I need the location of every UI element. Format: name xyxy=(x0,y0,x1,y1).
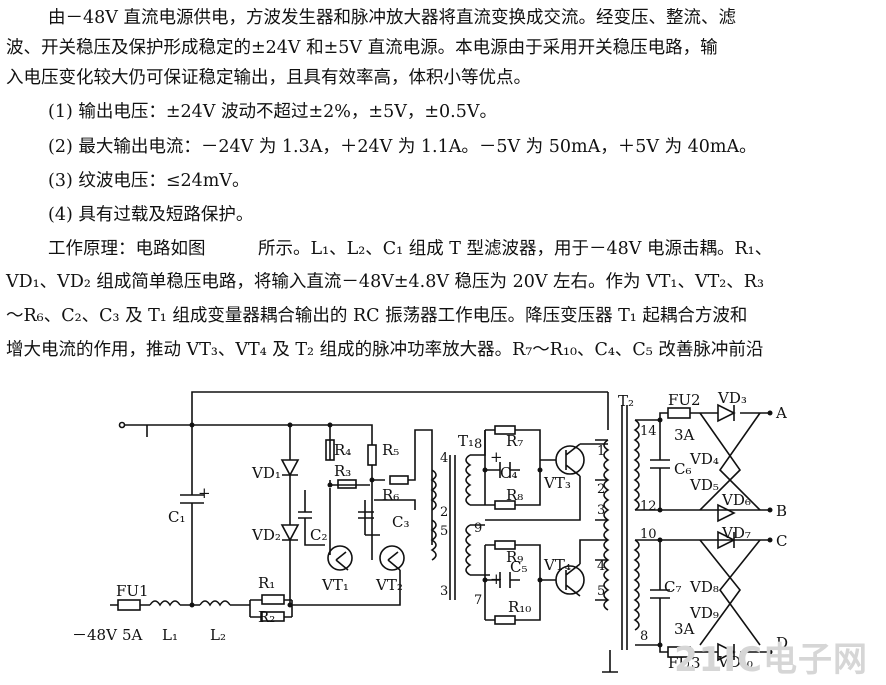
label-c6: C₆ xyxy=(674,460,692,478)
label-c1-plus: + xyxy=(198,484,211,502)
t1-pin-7: 7 xyxy=(474,593,482,608)
paragraph-2-line-1: 工作原理：电路如图 所示。L₁、L₂、C₁ 组成 T 型滤波器，用于－48V 电… xyxy=(48,239,773,259)
output-c: C xyxy=(776,532,787,550)
label-input-voltage: －48V xyxy=(72,626,118,644)
label-vd6: VD₆ xyxy=(721,491,751,509)
label-fu2-rating: 3A xyxy=(674,426,695,444)
label-vt1: VT₁ xyxy=(321,576,349,594)
output-d: D xyxy=(776,634,788,652)
label-r3: R₃ xyxy=(334,462,351,480)
t2-pin-10: 10 xyxy=(640,527,657,542)
label-vd5: VD₅ xyxy=(689,476,719,494)
label-vd4: VD₄ xyxy=(689,450,719,468)
label-c5: C₅ xyxy=(510,558,528,576)
t2-pin-3: 3 xyxy=(597,503,605,518)
paragraph-1-line-3: 入电压变化较大仍可保证稳定输出，且具有效率高，体积小等优点。 xyxy=(6,68,531,88)
t2-pin-8: 8 xyxy=(640,629,648,644)
spec-item-1: (1) 输出电压：±24V 波动不超过±2%，±5V，±0.5V。 xyxy=(48,102,497,122)
label-c5-plus: + xyxy=(490,570,503,588)
paragraph-2-line-3: ～R₆、C₂、C₃ 及 T₁ 组成变量器耦合输出的 RC 振荡器工作电压。降压变… xyxy=(6,306,748,326)
label-c4: C₄ xyxy=(500,464,518,482)
label-vd9: VD₉ xyxy=(689,604,719,622)
label-fu2: FU2 xyxy=(668,391,701,409)
label-fu1: FU1 xyxy=(116,582,149,600)
paragraph-1-line-1: 由－48V 直流电源供电，方波发生器和脉冲放大器将直流变换成交流。经变压、整流、… xyxy=(48,8,736,28)
label-vd7: VD₇ xyxy=(721,524,751,542)
label-l2: L₂ xyxy=(210,626,226,644)
label-t1: T₁ xyxy=(458,432,474,450)
watermark-logo: 21IC电子网 xyxy=(674,640,868,680)
label-r2: R₂ xyxy=(258,608,275,626)
label-c1: C₁ xyxy=(168,508,186,526)
label-c7: C₇ xyxy=(664,578,682,596)
t2-pin-5: 5 xyxy=(597,584,605,599)
label-vt3: VT₃ xyxy=(543,474,571,492)
t1-pin-4: 4 xyxy=(440,451,448,466)
label-c3: C₃ xyxy=(392,513,410,531)
label-vd2: VD₂ xyxy=(251,526,281,544)
label-fu1-rating: 5A xyxy=(122,626,143,644)
t1-pin-2: 2 xyxy=(440,505,448,520)
label-l1: L₁ xyxy=(162,626,178,644)
label-r5: R₅ xyxy=(382,441,399,459)
label-vt4: VT₄ xyxy=(543,556,571,574)
label-c4-plus: + xyxy=(490,448,503,466)
t1-pin-9: 9 xyxy=(474,521,482,536)
t2-pin-4: 4 xyxy=(597,559,605,574)
label-r4: R₄ xyxy=(334,441,351,459)
label-r6: R₆ xyxy=(382,486,399,504)
label-c2: C₂ xyxy=(310,526,328,544)
label-t2: T₂ xyxy=(618,392,634,410)
t2-pin-2: 2 xyxy=(597,482,605,497)
t2-pin-1: 1 xyxy=(597,444,605,459)
label-r8: R₈ xyxy=(506,486,523,504)
paragraph-1-line-2: 波、开关稳压及保护形成稳定的±24V 和±5V 直流电源。本电源由于采用开关稳压… xyxy=(6,38,718,58)
label-vt2: VT₂ xyxy=(375,576,403,594)
label-fu3: FU3 xyxy=(668,654,701,672)
label-r7: R₇ xyxy=(506,432,523,450)
spec-item-3: (3) 纹波电压：≤24mV。 xyxy=(48,171,250,191)
t1-pin-8: 8 xyxy=(474,437,482,452)
label-vd8: VD₈ xyxy=(689,578,719,596)
label-vd1: VD₁ xyxy=(251,464,281,482)
label-vd3: VD₃ xyxy=(717,389,747,407)
label-r10: R₁₀ xyxy=(508,598,531,616)
output-b: B xyxy=(776,502,787,520)
label-fu3-rating: 3A xyxy=(674,620,695,638)
paragraph-2-line-2: VD₁、VD₂ 组成简单稳压电路，将输入直流－48V±4.8V 稳压为 20V … xyxy=(6,272,764,292)
paragraph-2-line-4: 增大电流的作用，推动 VT₃、VT₄ 及 T₂ 组成的脉冲功率放大器。R₇～R₁… xyxy=(6,340,764,360)
t1-pin-3: 3 xyxy=(440,584,448,599)
label-r9: R₉ xyxy=(506,548,523,566)
spec-item-2: (2) 最大输出电流：－24V 为 1.3A，＋24V 为 1.1A。－5V 为… xyxy=(48,137,757,157)
label-r1: R₁ xyxy=(258,574,275,592)
t1-pin-5: 5 xyxy=(440,524,448,539)
t2-pin-12: 12 xyxy=(640,499,657,514)
spec-item-4: (4) 具有过载及短路保护。 xyxy=(48,205,254,225)
label-vd10: VD₁₀ xyxy=(717,653,753,671)
output-a: A xyxy=(775,404,787,422)
t2-pin-14: 14 xyxy=(640,424,657,439)
